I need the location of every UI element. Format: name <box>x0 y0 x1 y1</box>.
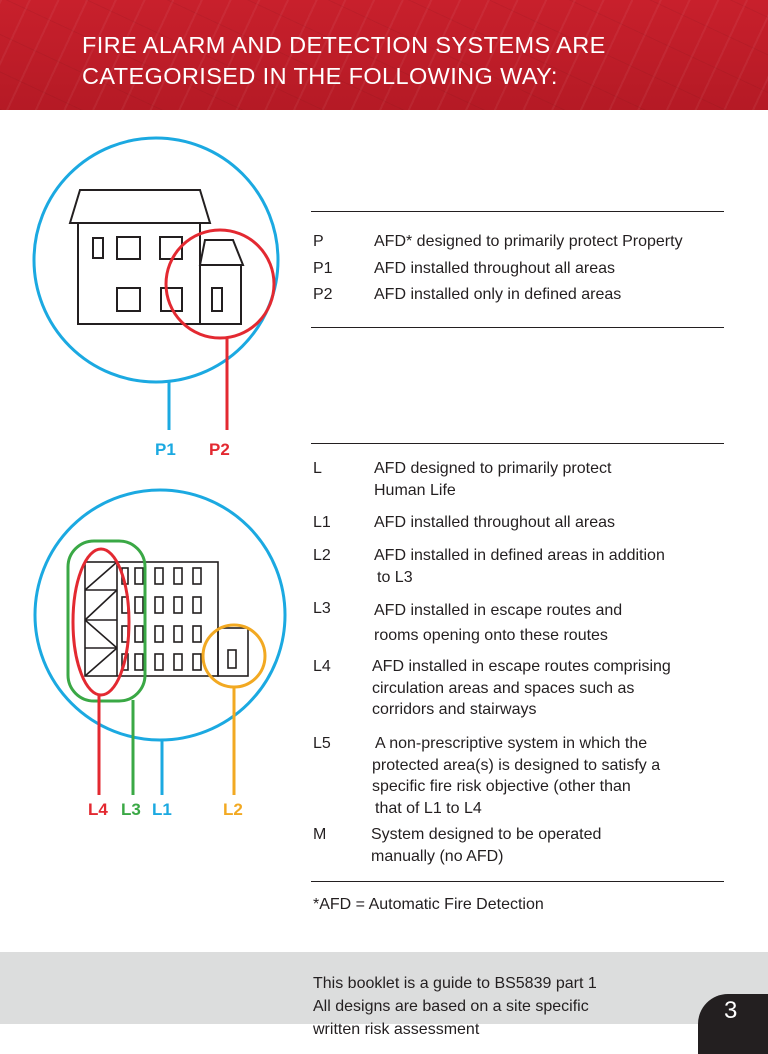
building-window <box>154 596 164 614</box>
l1-coverage-circle <box>33 488 287 742</box>
property-diagram: P1 P2 <box>32 136 280 459</box>
footer-line2: All designs are based on a site specific <box>313 998 589 1015</box>
building-window <box>173 653 183 671</box>
building-icon <box>84 561 219 677</box>
life-desc-l-line2: Human Life <box>374 481 456 499</box>
life-code-m: M <box>313 826 327 843</box>
life-desc-l2: AFD installed in defined areas in additi… <box>374 545 754 588</box>
life-desc-l2-line1: AFD installed in defined areas in additi… <box>374 547 665 564</box>
building-window <box>192 625 202 643</box>
house-icon <box>68 189 245 325</box>
life-desc-l3-line1: AFD installed in escape routes and <box>374 602 623 619</box>
property-code-p2: P2 <box>313 286 333 303</box>
life-desc-l4-line1: AFD installed in escape routes comprisin… <box>372 658 671 675</box>
life-desc-l-line1: AFD designed to primarily protect <box>374 460 612 477</box>
page-title: FIRE ALARM AND DETECTION SYSTEMS ARE CAT… <box>82 30 722 92</box>
property-table-bottom-rule <box>311 327 724 328</box>
property-desc-p2: AFD installed only in defined areas <box>374 286 622 303</box>
afd-footnote: *AFD = Automatic Fire Detection <box>313 896 544 913</box>
building-window <box>154 625 164 643</box>
life-table-bottom-rule <box>311 881 724 882</box>
life-desc-l5-line3: specific fire risk objective (other than <box>372 778 631 795</box>
page-title-line1: FIRE ALARM AND DETECTION SYSTEMS ARE <box>82 32 606 58</box>
life-desc-l4-line2: circulation areas and spaces such as <box>372 679 635 697</box>
l2-label: L2 <box>223 800 243 819</box>
life-desc-m-line2: manually (no AFD) <box>371 847 504 865</box>
life-desc-l5-line4: that of L1 to L4 <box>375 799 482 817</box>
l4-label: L4 <box>88 800 108 819</box>
building-window <box>173 596 183 614</box>
footer-note: This booklet is a guide to BS5839 part 1… <box>313 972 693 1041</box>
life-desc-l5: A non-prescriptive system in which the p… <box>372 733 752 819</box>
life-code-l: L <box>313 460 322 477</box>
life-desc-l4: AFD installed in escape routes comprisin… <box>372 656 752 721</box>
life-desc-l1: AFD installed throughout all areas <box>374 514 616 531</box>
life-desc-l3-line2: rooms opening onto these routes <box>374 627 608 644</box>
category-diagrams: P1 P2 L4 L3 L1 L2 <box>32 136 287 819</box>
building-window <box>173 625 183 643</box>
l3-label: L3 <box>121 800 141 819</box>
life-code-l4: L4 <box>313 658 331 675</box>
annex-block <box>217 627 249 677</box>
page-header: FIRE ALARM AND DETECTION SYSTEMS ARE CAT… <box>0 0 768 110</box>
life-code-l1: L1 <box>313 514 331 531</box>
annex-window <box>227 649 237 669</box>
page-title-line2: CATEGORISED IN THE FOLLOWING WAY: <box>82 63 558 89</box>
building-window <box>134 653 144 671</box>
l3-coverage-outline <box>66 539 147 703</box>
header-texture <box>0 0 768 110</box>
property-table-top-rule <box>311 211 724 212</box>
life-desc-l2-line2: to L3 <box>377 568 413 586</box>
life-desc-l: AFD designed to primarily protect Human … <box>374 458 754 501</box>
life-code-l2: L2 <box>313 547 331 564</box>
property-code-p1: P1 <box>313 260 333 277</box>
building-window <box>192 596 202 614</box>
property-code-p: P <box>313 233 324 250</box>
page-number: 3 <box>724 997 738 1024</box>
l4-coverage-ellipse <box>71 547 131 697</box>
life-desc-m: System designed to be operated manually … <box>371 824 751 867</box>
life-code-l5: L5 <box>313 735 331 752</box>
life-table-top-rule <box>311 443 724 444</box>
l1-label: L1 <box>152 800 172 819</box>
footer-line1: This booklet is a guide to BS5839 part 1 <box>313 975 597 992</box>
life-code-l3: L3 <box>313 600 331 617</box>
building-window <box>192 653 202 671</box>
l2-coverage-circle <box>201 623 267 689</box>
page-footer: This booklet is a guide to BS5839 part 1… <box>0 952 768 1038</box>
building-window <box>134 567 144 585</box>
life-desc-l4-line3: corridors and stairways <box>372 701 537 718</box>
property-desc-p: AFD* designed to primarily protect Prope… <box>374 233 683 250</box>
life-desc-l3: AFD installed in escape routes and rooms… <box>374 598 754 648</box>
page-number-tab: 3 <box>698 994 768 1054</box>
building-window <box>154 653 164 671</box>
property-desc-p1: AFD installed throughout all areas <box>374 260 616 277</box>
p1-coverage-circle <box>32 136 280 384</box>
building-window <box>192 567 202 585</box>
building-window <box>173 567 183 585</box>
life-desc-m-line1: System designed to be operated <box>371 826 602 843</box>
p1-label: P1 <box>155 440 176 459</box>
life-diagram: L4 L3 L1 L2 <box>33 488 287 819</box>
life-desc-l5-line1: A non-prescriptive system in which the <box>375 735 648 752</box>
building-window <box>134 625 144 643</box>
building-windows <box>121 567 202 671</box>
building-window <box>154 567 164 585</box>
p2-coverage-circle <box>164 228 276 340</box>
life-desc-l5-line2: protected area(s) is designed to satisfy… <box>372 756 661 774</box>
p2-label: P2 <box>209 440 230 459</box>
building-window <box>134 596 144 614</box>
